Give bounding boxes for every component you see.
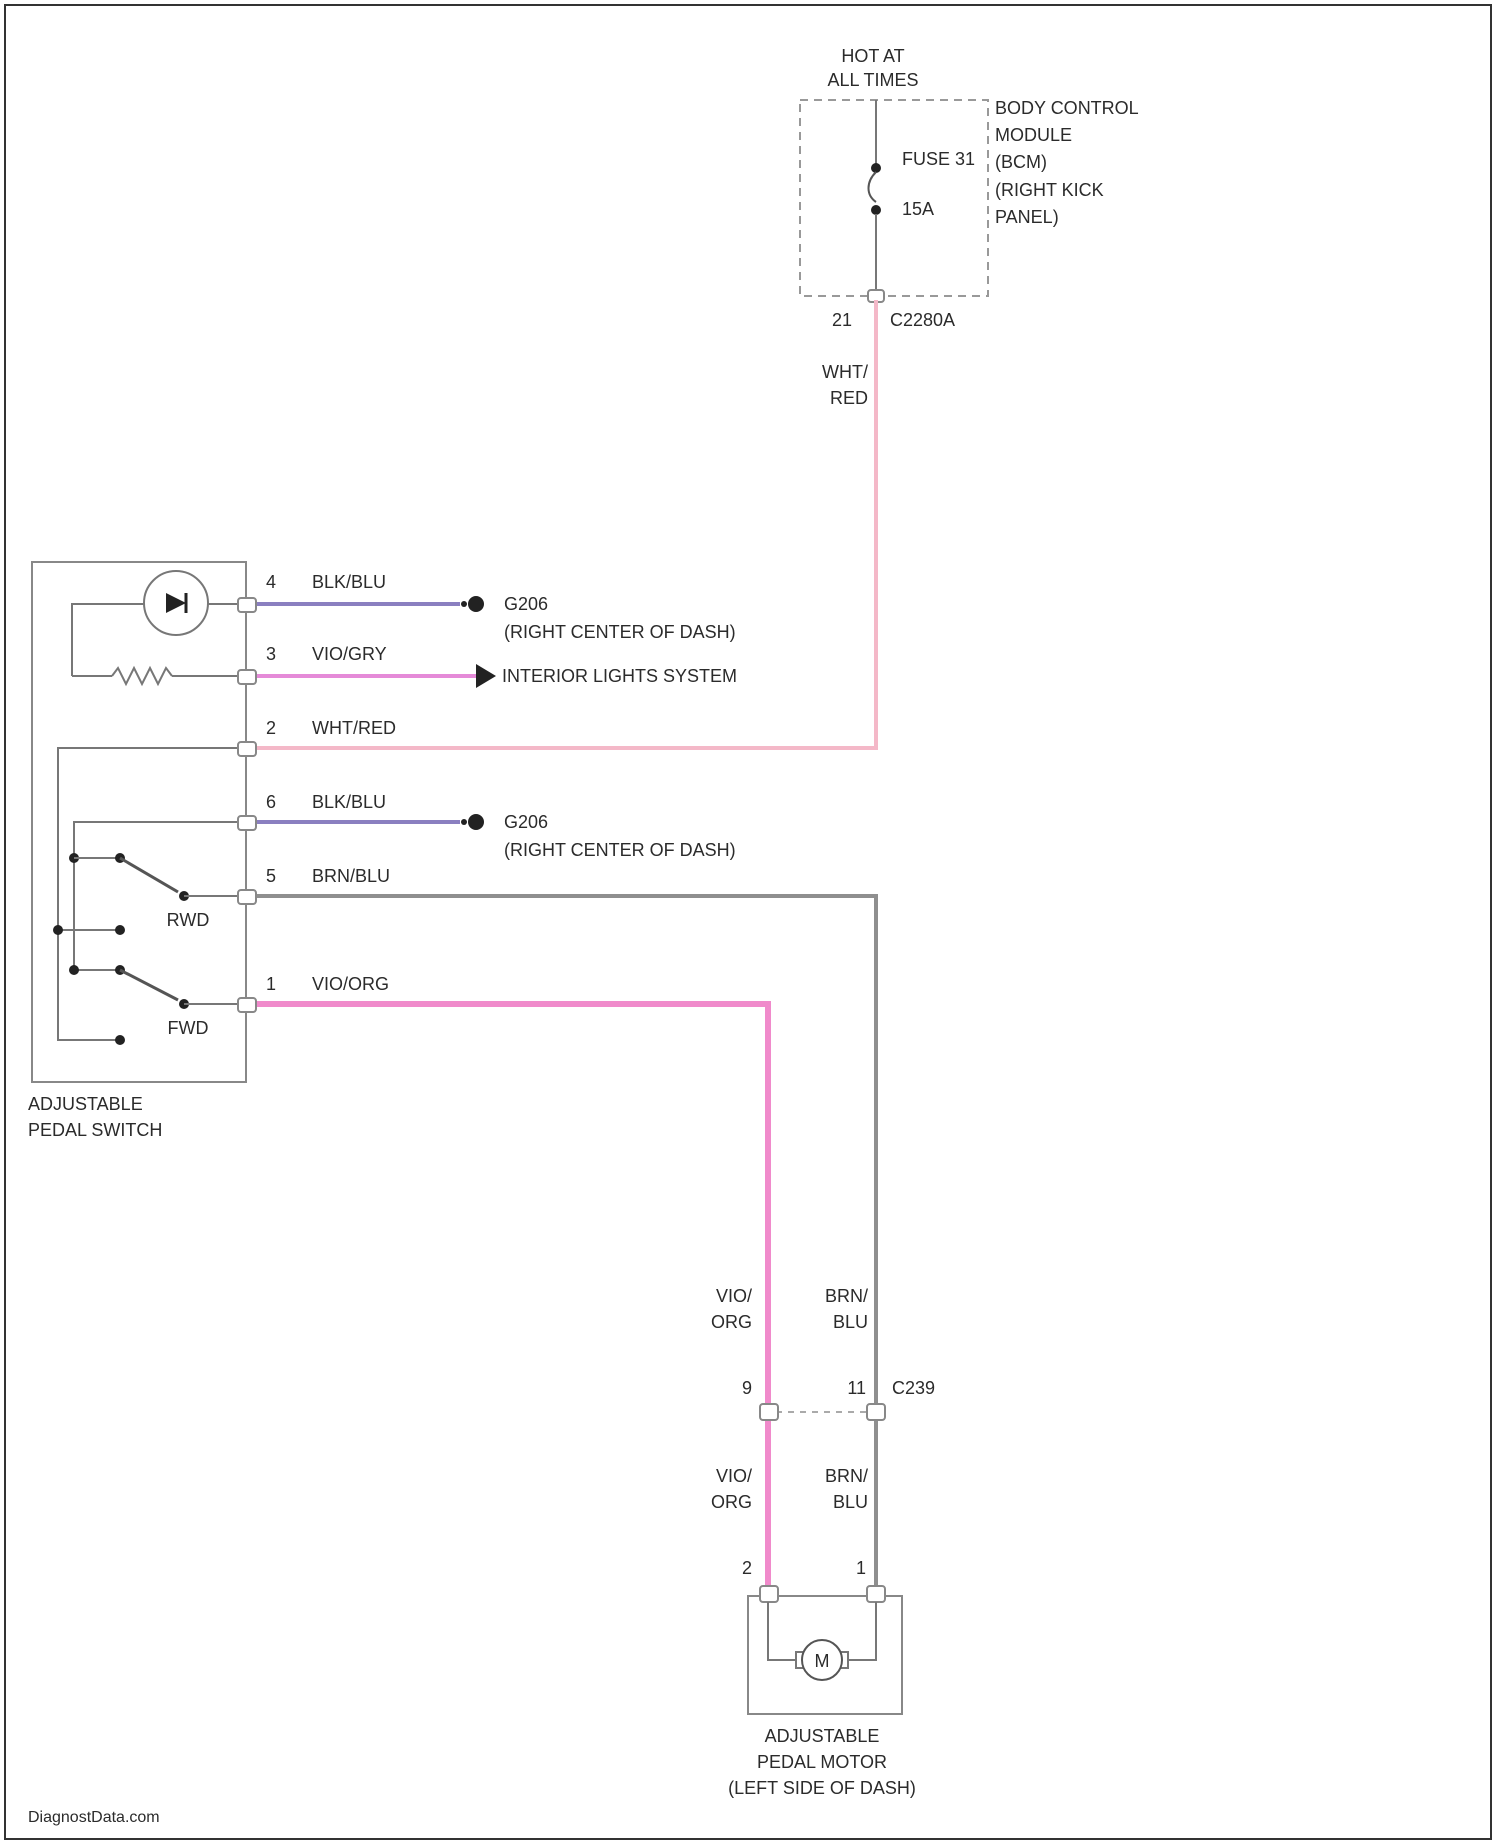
- switch-name-line1: ADJUSTABLE: [28, 1094, 143, 1114]
- c239-upper-left-label-2: ORG: [711, 1312, 752, 1332]
- motor-symbol: M: [815, 1651, 830, 1671]
- fuse-name: FUSE 31: [902, 149, 975, 169]
- rwd-lever: [120, 858, 178, 892]
- ground-icon: [468, 814, 484, 830]
- c239-lower-right-label-1: BRN/: [825, 1466, 868, 1486]
- switch-lamp: [72, 571, 240, 676]
- bcm-label-line: PANEL): [995, 207, 1059, 227]
- ground-g206-lower-location: (RIGHT CENTER OF DASH): [504, 840, 736, 860]
- bcm-label: BODY CONTROL MODULE (BCM) (RIGHT KICK PA…: [995, 98, 1139, 227]
- switch-terminal-pin4: [238, 598, 256, 612]
- interior-lights-label: INTERIOR LIGHTS SYSTEM: [502, 666, 737, 686]
- c239-terminal-right: [867, 1404, 885, 1420]
- fuse-rating: 15A: [902, 199, 934, 219]
- feed-wire-label-2: RED: [830, 388, 868, 408]
- fwd-label: FWD: [168, 1018, 209, 1038]
- hot-at-label-2: ALL TIMES: [827, 70, 918, 90]
- pin3-color: VIO/GRY: [312, 644, 387, 664]
- switch-resistor: [72, 668, 240, 684]
- pin4-number: 4: [266, 572, 276, 592]
- switch-terminal-pin2: [238, 742, 256, 756]
- ground-icon-tab: [461, 601, 467, 607]
- c2280a-connector: C2280A: [890, 310, 955, 330]
- fuse-symbol: [869, 172, 877, 202]
- pin3-number: 3: [266, 644, 276, 664]
- lamp-diode-icon: [166, 593, 186, 613]
- pin5-number: 5: [266, 866, 276, 886]
- c239-upper-right-label-1: BRN/: [825, 1286, 868, 1306]
- ground-g206-upper-location: (RIGHT CENTER OF DASH): [504, 622, 736, 642]
- feed-wire-label-1: WHT/: [822, 362, 868, 382]
- bcm-label-line: (BCM): [995, 152, 1047, 172]
- c239-right-pin: 11: [847, 1378, 866, 1398]
- c239-terminal-left: [760, 1404, 778, 1420]
- pin2-number: 2: [266, 718, 276, 738]
- motor-internal-wire: [768, 1602, 796, 1660]
- pin5-color: BRN/BLU: [312, 866, 390, 886]
- switch-node: [69, 965, 79, 975]
- lamp-wire: [72, 604, 144, 676]
- motor-internal-wire: [848, 1602, 876, 1660]
- fwd-contact: [115, 1035, 125, 1045]
- ground-g206-lower: [461, 814, 484, 830]
- hot-at-label-1: HOT AT: [841, 46, 904, 66]
- pin6-number: 6: [266, 792, 276, 812]
- switch-terminal-pin3: [238, 670, 256, 684]
- wire-vio-org: [258, 1004, 768, 1590]
- pin4-color: BLK/BLU: [312, 572, 386, 592]
- c239-upper-right-label-2: BLU: [833, 1312, 868, 1332]
- c239-left-pin: 9: [742, 1378, 752, 1398]
- motor-terminal-pin1: [867, 1586, 885, 1602]
- motor-name-line2: PEDAL MOTOR: [757, 1752, 887, 1772]
- resistor-zigzag: [112, 668, 172, 684]
- c239-lower-left-label-2: ORG: [711, 1492, 752, 1512]
- c2280a-pin: 21: [832, 310, 852, 330]
- c239-lower-left-label-1: VIO/: [716, 1466, 752, 1486]
- c239-upper-left-label-1: VIO/: [716, 1286, 752, 1306]
- fwd-lever: [120, 970, 178, 1000]
- ground-icon-tab: [461, 819, 467, 825]
- pin6-color: BLK/BLU: [312, 792, 386, 812]
- ground-icon: [468, 596, 484, 612]
- wire-brn-blu: [258, 896, 876, 1590]
- fuse-node: [871, 205, 881, 215]
- c239-lower-right-label-2: BLU: [833, 1492, 868, 1512]
- switch-contacts: [53, 748, 240, 1045]
- ground-g206-upper: [461, 596, 484, 612]
- motor-terminal-pin2: [760, 1586, 778, 1602]
- switch-node: [53, 925, 63, 935]
- fuse-node: [871, 163, 881, 173]
- switch-terminal-pin1: [238, 998, 256, 1012]
- bcm-dashed-box: [800, 100, 988, 296]
- pin1-color: VIO/ORG: [312, 974, 389, 994]
- bcm-label-line: (RIGHT KICK: [995, 180, 1104, 200]
- bcm-label-line: BODY CONTROL: [995, 98, 1139, 118]
- pin1-number: 1: [266, 974, 276, 994]
- rwd-contact: [115, 925, 125, 935]
- watermark: DiagnostData.com: [28, 1809, 160, 1826]
- ground-g206-lower-name: G206: [504, 812, 548, 832]
- switch-internal-wire: [58, 748, 240, 1040]
- motor-right-pin: 1: [856, 1558, 866, 1578]
- switch-terminal-pin5: [238, 890, 256, 904]
- ground-g206-upper-name: G206: [504, 594, 548, 614]
- c239-name: C239: [892, 1378, 935, 1398]
- motor-left-pin: 2: [742, 1558, 752, 1578]
- switch-name-line2: PEDAL SWITCH: [28, 1120, 162, 1140]
- rwd-label: RWD: [167, 910, 210, 930]
- bcm-label-line: MODULE: [995, 125, 1072, 145]
- switch-terminal-pin6: [238, 816, 256, 830]
- motor-name-line3: (LEFT SIDE OF DASH): [728, 1778, 916, 1798]
- interior-lights-arrow-icon: [476, 664, 496, 688]
- motor-name-line1: ADJUSTABLE: [765, 1726, 880, 1746]
- pin2-color: WHT/RED: [312, 718, 396, 738]
